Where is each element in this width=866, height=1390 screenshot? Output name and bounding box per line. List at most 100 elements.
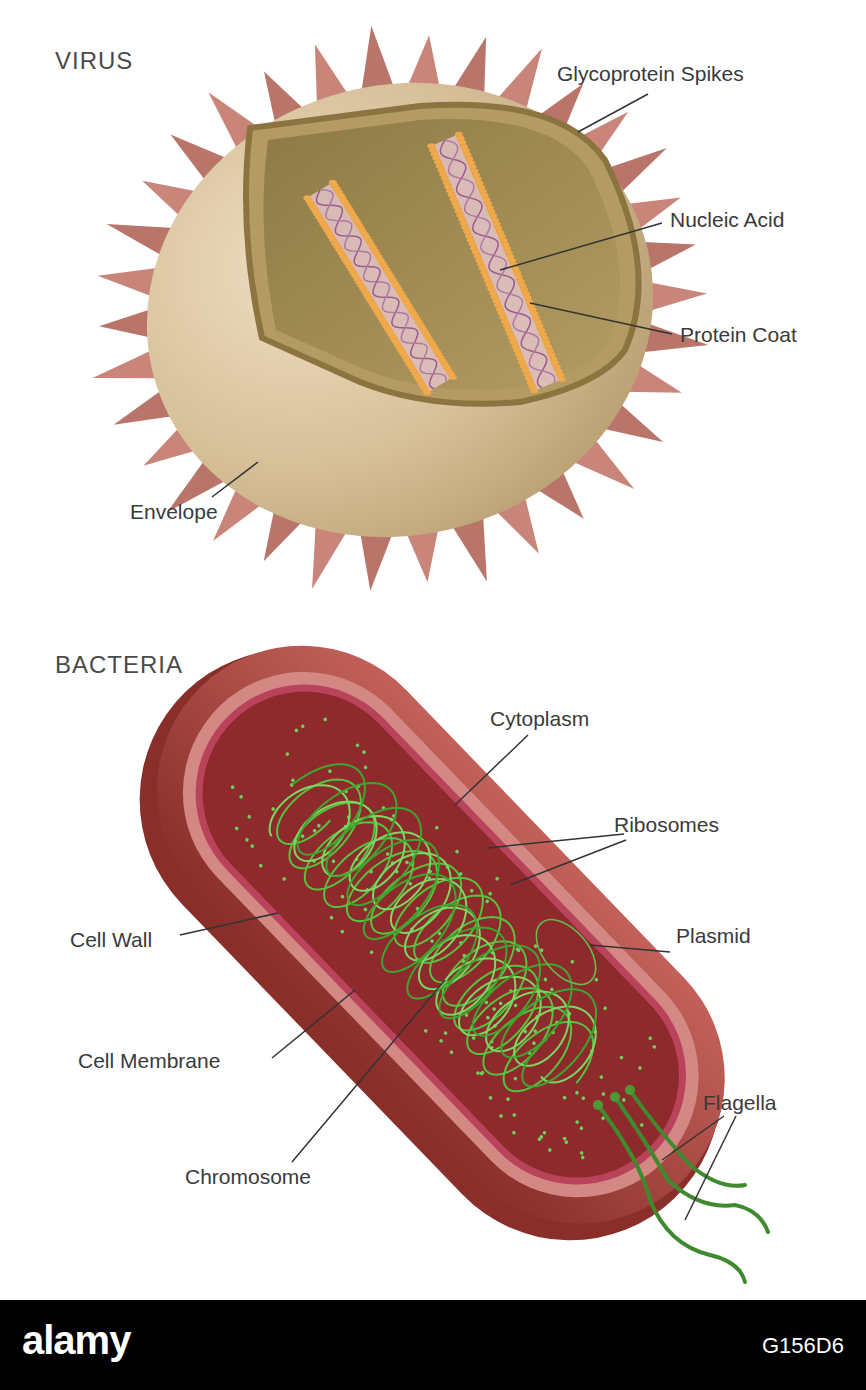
ribosome [485,1015,490,1020]
ribosome [513,1076,518,1081]
protein-coat-dot [530,388,538,393]
ribosome [363,765,368,770]
part-label: Chromosome [185,1165,311,1188]
ribosome [513,1003,518,1008]
ribosome [250,844,255,849]
ribosome [331,859,336,864]
ribosome [488,891,493,896]
virus-cutaway [246,105,639,404]
ribosome [479,1071,484,1076]
cell-wall-cut [133,622,749,1248]
section-heading: VIRUS [55,48,133,74]
ribosome [469,888,474,893]
flagella [598,1090,768,1282]
ribosome [385,852,390,857]
section-heading: BACTERIA [55,652,183,678]
ribosome [285,751,290,756]
ribosome [329,915,334,920]
ribosome [244,837,249,842]
ribosome [363,907,368,912]
ribosome [639,1122,644,1127]
ribosome [512,1112,517,1117]
ribosome [619,1055,624,1060]
protein-coat-band [434,135,559,389]
ribosome [648,1036,653,1041]
protein-coat-dot [449,375,457,380]
glycoprotein-spike [645,281,707,312]
ribosome [434,825,439,830]
ribosome [439,1038,444,1043]
virus-envelope [95,27,704,594]
ribosome [580,1155,585,1160]
chromosome [260,750,613,1111]
ribosome [574,1090,579,1095]
ribosome [599,1075,604,1080]
ribosome [423,1028,428,1033]
ribosome [499,1113,504,1118]
nucleic-acid [303,132,566,396]
leader-lines [180,94,736,1220]
chromosome [248,738,615,1112]
footer-bar [0,1300,866,1390]
part-label: Envelope [130,500,218,523]
part-label: Protein Coat [680,323,797,346]
ribosome [537,1137,542,1142]
ribosome [429,939,434,944]
image-id: G156D6 [762,1334,844,1358]
ribosome [594,977,599,982]
ribosome [355,743,360,748]
protein-coat-dot [423,390,431,395]
ribosome [495,876,500,881]
ribosome [652,1044,657,1049]
ribosome [323,717,328,722]
glycoprotein-spike [360,529,394,591]
ribosome [300,724,305,729]
ribosome [258,863,263,868]
ribosome [511,1130,516,1135]
cell-wall [97,586,785,1284]
part-label: Flagella [703,1091,777,1114]
virus-interior [264,119,621,390]
ribosome [505,1097,510,1102]
ribosome [542,1130,547,1135]
ribosome [562,1136,567,1141]
ribosome [485,899,490,904]
ribosome [247,814,252,819]
part-label: Cytoplasm [490,707,589,730]
ribosome [443,1031,448,1036]
ribosome [603,1006,608,1011]
ribosome [449,1050,454,1055]
part-label: Cell Membrane [78,1049,220,1072]
watermark-logo: alamy [22,1318,130,1362]
nucleic-acid-helix [320,190,446,381]
ribosome [239,794,244,799]
protein-coat-band [310,184,450,392]
ribosome [570,959,575,964]
part-label: Cell Wall [70,928,152,951]
ribosome [637,1065,642,1070]
ribosome [327,769,332,774]
ribosome [282,876,287,881]
part-label: Plasmid [676,924,751,947]
ribosome [579,1126,584,1131]
ribosome [362,750,367,755]
ribosome [498,1001,503,1006]
ribosome [564,1140,569,1145]
cytoplasm [160,649,721,1219]
ribosome [340,929,345,934]
ribosome [230,785,235,790]
ribosome [294,728,299,733]
ribosome [581,1096,586,1101]
bacterium [78,581,790,1303]
plasmid [525,909,608,996]
part-label: Ribosomes [614,813,719,836]
ribosome [549,987,554,992]
ribosome [454,849,459,854]
ribosome [543,977,548,982]
ribosome [271,806,276,811]
ribosome [547,1147,552,1152]
protein-coat-dot [558,377,566,382]
flagella-base [593,1085,635,1110]
ribosome [531,1041,536,1046]
